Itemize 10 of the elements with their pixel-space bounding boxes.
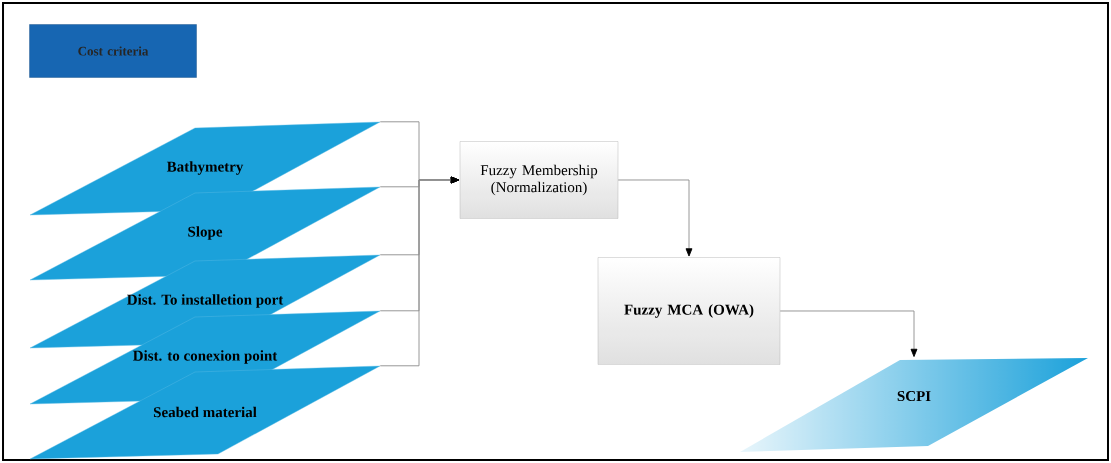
output-parallelogram: SCPI xyxy=(897,391,931,402)
header-box: Cost criteria xyxy=(29,24,197,78)
arrow xyxy=(379,176,459,367)
layer-parallelogram: Bathymetry xyxy=(29,121,381,216)
process-box: Fuzzy MCA (OWA) xyxy=(597,257,781,365)
arrow xyxy=(617,179,693,257)
arrow xyxy=(779,310,918,357)
layer-parallelogram: Seabed material xyxy=(29,365,381,460)
layer-parallelogram: Slope xyxy=(29,186,381,281)
process-box: Fuzzy Membership (Normalization) xyxy=(459,141,619,219)
